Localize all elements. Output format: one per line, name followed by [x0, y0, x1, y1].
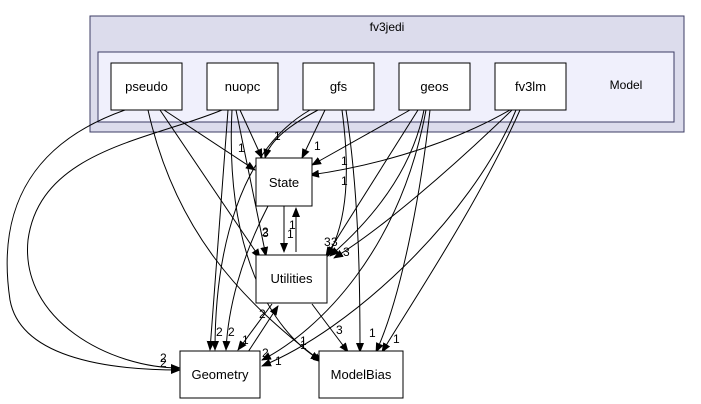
edge-pseudo-modelbias[interactable]	[147, 109, 323, 363]
node-state-label: State	[269, 175, 299, 190]
edge-pseudo-utilities[interactable]	[159, 109, 261, 259]
cluster-model-frame	[97, 51, 675, 123]
edge-labels: 1 1 1 1 1 1 1 2 3 3 3 3 3 2 1 2 2 2 2 2 …	[160, 129, 400, 370]
edge-label-pseudo-geometry-a: 2	[160, 351, 167, 365]
edge-label-fv3lm-util: 3	[343, 245, 350, 259]
edge-label-util-modelbias: 3	[336, 323, 343, 337]
node-gfs-box[interactable]	[302, 62, 375, 111]
edge-fv3lm-utilities[interactable]	[333, 109, 513, 259]
edge-pseudo-geometry-b[interactable]	[27, 109, 223, 372]
edge-label-fv3lm-geometry: 1	[275, 354, 282, 368]
edge-gfs-modelbias[interactable]	[345, 109, 364, 353]
node-state[interactable]: State	[255, 157, 313, 207]
node-pseudo-box[interactable]	[110, 62, 183, 111]
edge-geos-geometry[interactable]	[261, 109, 427, 361]
edge-label-gfs-util: 3	[324, 235, 331, 249]
edge-label-util-state: 1	[289, 218, 296, 232]
edge-utilities-modelbias[interactable]	[311, 303, 349, 353]
node-geos-box[interactable]	[398, 62, 471, 111]
node-utilities-box[interactable]	[255, 254, 328, 304]
edge-label-geos-modelbias: 1	[369, 326, 376, 340]
edges	[6, 109, 521, 374]
edge-geos-utilities-a[interactable]	[325, 109, 419, 257]
node-utilities-label: Utilities	[271, 271, 313, 286]
node-utilities[interactable]: Utilities	[255, 254, 328, 304]
edge-geos-utilities-b[interactable]	[329, 109, 425, 257]
node-modelbias[interactable]: ModelBias	[318, 350, 404, 399]
cluster-model: Model	[97, 51, 675, 123]
node-gfs-label: gfs	[330, 79, 348, 94]
node-geometry-box[interactable]	[179, 350, 261, 399]
node-geos[interactable]: geos	[398, 62, 471, 111]
node-nuopc-box[interactable]	[206, 62, 279, 111]
cluster-model-label: Model	[610, 78, 643, 92]
edge-geos-state-a[interactable]	[311, 109, 411, 166]
edge-label-geometry-util: 1	[242, 333, 249, 347]
edge-nuopc-state[interactable]	[239, 109, 263, 159]
edge-label-nuopc-geometry: 2	[216, 325, 223, 339]
edge-nuopc-utilities[interactable]	[235, 109, 269, 257]
edge-label-nuopc-modelbias: 1	[300, 334, 307, 348]
edge-nuopc-geometry[interactable]	[206, 109, 229, 351]
edge-fv3lm-geometry[interactable]	[261, 109, 517, 367]
edge-label-state-geometry: 2	[228, 325, 235, 339]
edge-geometry-utilities[interactable]	[247, 305, 279, 353]
edge-label-pseudo-state: 1	[238, 141, 245, 155]
node-fv3lm-box[interactable]	[494, 62, 567, 111]
node-fv3lm[interactable]: fv3lm	[494, 62, 567, 111]
edge-label-geos-state-a: 1	[341, 154, 348, 168]
node-gfs[interactable]: gfs	[302, 62, 375, 111]
node-geometry-label: Geometry	[191, 367, 249, 382]
node-modelbias-label: ModelBias	[331, 367, 392, 382]
node-modelbias-box[interactable]	[318, 350, 404, 399]
node-pseudo-label: pseudo	[125, 79, 168, 94]
node-geos-label: geos	[420, 79, 449, 94]
edge-gfs-state-a[interactable]	[301, 109, 326, 159]
edge-utilities-geometry[interactable]	[237, 303, 273, 351]
node-geometry[interactable]: Geometry	[179, 350, 261, 399]
edge-label-pseudo-geometry-b: 2	[160, 356, 167, 370]
edge-nuopc-modelbias[interactable]	[230, 109, 321, 361]
edge-fv3lm-state[interactable]	[309, 109, 511, 178]
edge-state-geometry[interactable]	[222, 205, 269, 351]
edge-label-state-util: 1	[287, 227, 294, 241]
edge-label-util-geometry: 2	[259, 307, 266, 321]
edge-fv3lm-modelbias[interactable]	[381, 109, 521, 353]
edge-gfs-geometry[interactable]	[211, 109, 311, 351]
edge-gfs-state-b[interactable]	[263, 109, 319, 159]
node-nuopc[interactable]: nuopc	[206, 62, 279, 111]
cluster-fv3jedi-label: fv3jedi	[370, 20, 405, 34]
edge-label-pseudo-modelbias: 1	[300, 338, 307, 352]
edge-label-gfs-state-b: 1	[314, 139, 321, 153]
node-state-box[interactable]	[255, 157, 313, 207]
edge-label-gfs-state-a: 1	[274, 129, 281, 143]
node-pseudo[interactable]: pseudo	[110, 62, 183, 111]
edge-pseudo-state[interactable]	[163, 109, 256, 171]
edge-label-geos-geometry: 2	[262, 346, 269, 360]
edge-label-fv3lm-modelbias: 1	[393, 332, 400, 346]
edge-label-geos-state-b: 1	[341, 174, 348, 188]
edge-label-pseudo-util: 3	[262, 226, 269, 240]
edge-geos-modelbias[interactable]	[375, 109, 431, 353]
edge-pseudo-geometry-a[interactable]	[6, 109, 181, 374]
edge-label-geos-util: 3	[331, 235, 338, 249]
node-nuopc-label: nuopc	[225, 79, 261, 94]
node-fv3lm-label: fv3lm	[515, 79, 546, 94]
edge-label-state-util-count: 2	[262, 225, 269, 239]
